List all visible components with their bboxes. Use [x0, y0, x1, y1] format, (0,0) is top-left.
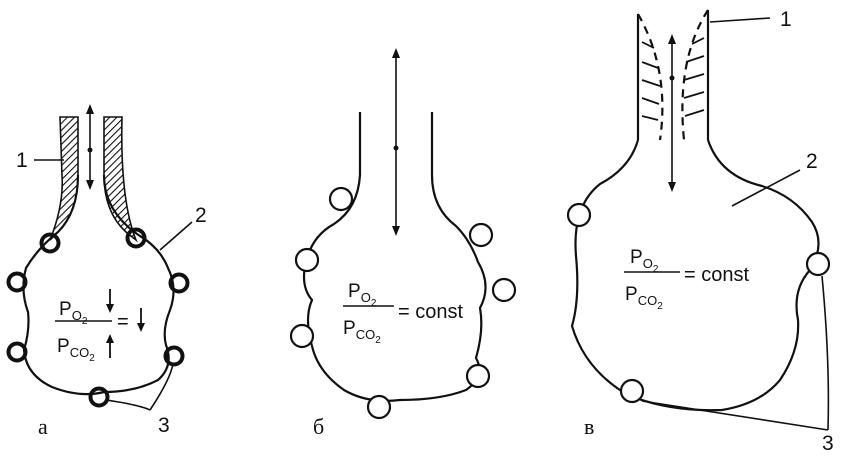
- arrow-head-up: [86, 104, 94, 114]
- label-2: 2: [195, 204, 207, 227]
- equals-const: = const: [398, 301, 463, 323]
- bronchiole-wall-left: [49, 116, 79, 241]
- panel-letter: а: [38, 414, 48, 439]
- label-3: 3: [822, 432, 834, 455]
- p-o2: PO2: [348, 281, 377, 309]
- leader-2: [159, 221, 193, 251]
- capillary: [6, 271, 28, 293]
- p-co2: PCO2: [57, 336, 95, 364]
- radial-marks-left: [641, 41, 661, 121]
- leader-3: [641, 275, 830, 431]
- capillary: [6, 341, 28, 363]
- arrow-head-down: [668, 182, 676, 192]
- panel-b-text: б PO2 PCO2 = const: [313, 281, 463, 439]
- capillary: [619, 378, 645, 404]
- panel-c-text: 1 2 3 в PO2 PCO2 = const: [584, 8, 834, 455]
- panel-a: [6, 104, 193, 411]
- leader-3: [105, 363, 174, 411]
- tube-inner-right-dashed: [681, 9, 709, 141]
- arrow-head-up: [668, 34, 676, 44]
- capillary: [39, 232, 61, 254]
- capillary: [366, 394, 392, 420]
- arrow-midpoint: [393, 145, 399, 151]
- capillary: [294, 247, 320, 273]
- arrow-head-down: [392, 226, 400, 236]
- label-3: 3: [158, 414, 170, 437]
- radial-marks-right: [683, 37, 705, 117]
- decrease-arrow-result-head: [137, 323, 145, 332]
- label-1: 1: [780, 8, 792, 31]
- capillary: [168, 272, 190, 294]
- p-o2: PO2: [630, 247, 659, 275]
- panel-c: [566, 9, 831, 431]
- arrow-midpoint: [87, 147, 93, 153]
- capillary: [289, 323, 315, 349]
- p-co2: PCO2: [343, 318, 381, 346]
- capillary: [125, 227, 147, 249]
- capillary: [566, 202, 592, 228]
- panel-a-text: 1 2 3 а PO2 PCO2 =: [16, 149, 207, 439]
- p-o2: PO2: [59, 299, 88, 327]
- capillary: [468, 222, 494, 248]
- label-2: 2: [806, 150, 818, 173]
- equals-sign: =: [117, 311, 129, 333]
- panel-b: [289, 48, 517, 420]
- increase-arrow-denominator-head: [106, 334, 114, 343]
- p-co2: PCO2: [625, 284, 663, 312]
- label-1: 1: [16, 149, 28, 172]
- capillary: [328, 186, 354, 212]
- capillary: [88, 386, 110, 408]
- capillary: [491, 277, 517, 303]
- tube-inner-left-dashed: [637, 13, 664, 141]
- bronchiole-wall-right: [103, 116, 138, 243]
- capillary: [805, 251, 831, 277]
- equals-const: = const: [684, 264, 749, 286]
- decrease-arrow-numerator-head: [106, 304, 114, 313]
- leader-2: [731, 169, 801, 207]
- alveolus-outline: [570, 139, 820, 412]
- capillary: [163, 345, 185, 367]
- leader-1: [709, 17, 771, 23]
- arrow-head-up: [392, 48, 400, 58]
- capillary: [465, 363, 491, 389]
- alveolus-outline: [22, 174, 175, 396]
- arrow-head-down: [86, 180, 94, 190]
- panel-letter: в: [584, 414, 594, 439]
- arrow-midpoint: [669, 75, 675, 81]
- alveolus-outline: [302, 112, 487, 402]
- panel-letter: б: [313, 414, 324, 439]
